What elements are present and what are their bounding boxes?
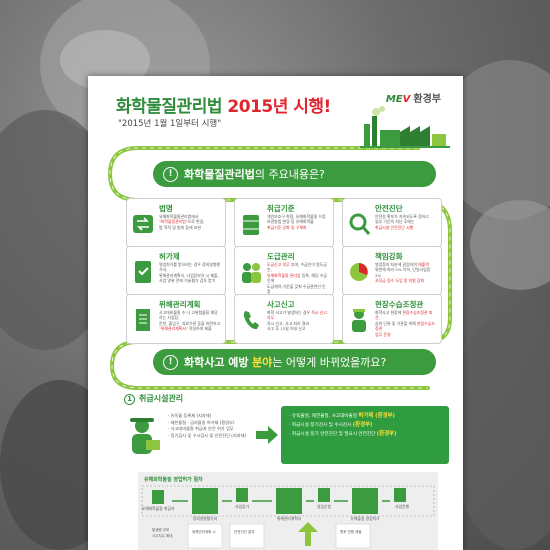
exclamation-icon: ! xyxy=(163,166,178,182)
process-step: 영업신청 xyxy=(317,504,331,509)
card-law-name: 법명 유해화학물질관리법에서"화학물질관리법"으로 변경,법 목적 및 범위 등… xyxy=(126,198,226,248)
permit-process-panel: 유해화학물질 영업허가 절차 유해화학물질 취급자 장외영향평가서 사업장가 위… xyxy=(138,472,438,550)
bg-shape xyxy=(470,200,550,290)
clipboard-icon xyxy=(135,261,151,283)
phone-icon xyxy=(243,311,259,330)
card-permit-system: 허가제 영업허가를 받으려는 경우 장외영향평가서,위해관리계획서, 사업장보유… xyxy=(126,246,226,296)
factory-icon xyxy=(360,106,450,148)
process-note: 안전진단 결과 xyxy=(234,530,255,534)
barrel-icon xyxy=(243,215,259,235)
process-note: 위해관리계획 시 xyxy=(192,530,216,534)
pie-icon xyxy=(350,263,368,281)
card-risk-management-plan: 위해관리계획 사고대비물질 수 나 고위험물질 해당하는 사업장,운반, 출입구… xyxy=(126,294,226,344)
process-flow xyxy=(141,485,435,549)
poster-title: 화학물질관리법 2015년 시행! xyxy=(116,92,331,117)
process-note: 향후 민원 제출 xyxy=(340,530,362,534)
banner1-bold: 화학물질관리법 xyxy=(184,168,255,181)
title-main: 화학물질관리법 xyxy=(116,97,228,117)
card-site-coordinator: 현장수습조정관 화학사고 현장에 현장수습조정관 파견,상위 단위 및 기관을 … xyxy=(342,294,442,344)
new-rules-box: · 유독물질, 제한물질, 사고대비물질 허가제 (환경부) · 취급시설 정기… xyxy=(281,406,449,464)
title-highlight: 2015년 시행! xyxy=(227,97,331,117)
people-icon xyxy=(242,263,261,283)
process-step: 장외영향평가서 xyxy=(192,516,218,521)
banner1-rest: 의 주요내용은? xyxy=(254,168,325,181)
process-note: 사고지수 확대 xyxy=(152,534,173,538)
exclamation-icon: ! xyxy=(163,354,178,370)
arrows-icon xyxy=(133,215,153,233)
section-number: 1 xyxy=(124,393,135,405)
process-note: 발생량 규모 xyxy=(152,528,170,532)
logo-mark: MEV xyxy=(385,94,411,105)
banner2-bold: 화학사고 예방 xyxy=(184,356,249,369)
process-step: 위해관리계획서 xyxy=(276,516,302,521)
banner2-yellow: 분야 xyxy=(252,356,273,369)
bg-shape xyxy=(450,310,550,550)
logo-text: 환경부 xyxy=(413,94,441,105)
process-title: 유해화학물질 영업허가 절차 xyxy=(144,477,203,483)
poster: 화학물질관리법 2015년 시행! "2015년 1월 1일부터 시행" MEV… xyxy=(88,76,463,550)
process-step: 유해화학물질 취급자 xyxy=(141,506,175,511)
document-icon xyxy=(136,309,150,331)
card-subcontract-management: 도급관리 도급신고 의무 부여, 수급인이 원도급인,유해화학물질 관리업 등록… xyxy=(234,246,334,296)
inspector-icon xyxy=(130,418,160,454)
worker-icon xyxy=(352,309,366,332)
magnifier-icon xyxy=(349,213,371,235)
banner2-rest: 는 어떻게 바뀌었을까요? xyxy=(272,356,387,369)
arrow-right-icon xyxy=(256,426,278,444)
previous-rules-list: · 유독물 등록제 (지자체) · 제한물질 · 금지물질 허가제 (환경부) … xyxy=(168,413,247,438)
process-step: 유해물질 영업허가 xyxy=(350,516,380,521)
process-step: 사업진행 xyxy=(395,504,409,509)
process-step: 사업장가 xyxy=(235,504,249,509)
poster-subtitle: "2015년 1월 1일부터 시행" xyxy=(118,119,222,129)
